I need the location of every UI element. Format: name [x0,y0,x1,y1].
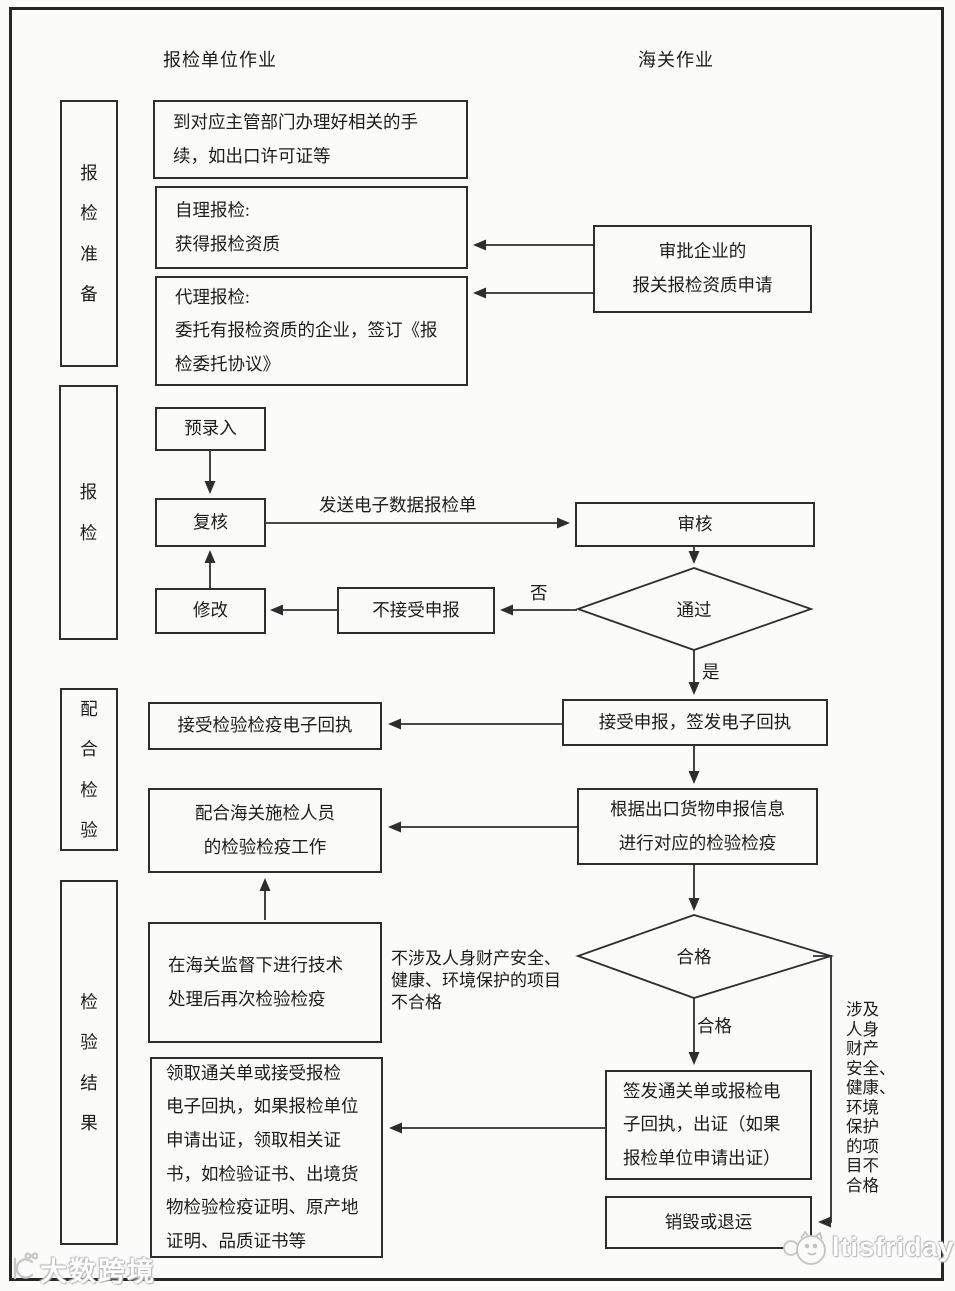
node-approve-qualification: 审批企业的 报关报检资质申请 [593,225,812,313]
node-self-declare-text: 自理报检: 获得报检资质 [175,199,280,254]
node-audit: 审核 [575,502,815,547]
node-permit-text: 到对应主管部门办理好相关的手 续，如出口许可证等 [173,111,418,166]
node-destroy-return-text: 销毁或退运 [664,1211,753,1232]
node-cooperate-inspection: 配合海关施检人员 的检验检疫工作 [148,788,382,873]
stage-cooperate-label: 配合检验 [80,699,98,840]
note-involved-unqualified: 涉及 人身 财产 安全、 健康、 环境 保护 的项 目不 合格 [846,1000,896,1195]
stage-declare-label: 报检 [79,482,98,543]
node-destroy-return: 销毁或退运 [605,1196,812,1249]
customs-column-header: 海关作业 [638,50,714,70]
node-review: 复核 [155,498,266,547]
dashu-logo-icon [13,1252,38,1280]
node-accept-declaration-text: 接受申报，签发电子回执 [598,711,792,732]
cat-doodle-icon [783,1230,826,1265]
node-permit: 到对应主管部门办理好相关的手 续，如出口许可证等 [153,100,468,179]
node-reject: 不接受申报 [337,587,495,634]
stage-prep: 报检准备 [60,100,118,367]
node-receive-receipt-text: 接受检验检疫电子回执 [177,715,353,736]
edge-label-qualified: 合格 [697,1016,732,1036]
node-pre-entry-text: 预录入 [184,418,237,439]
node-audit-text: 审核 [677,513,713,534]
node-receive-receipt: 接受检验检疫电子回执 [148,702,382,750]
stage-result-label: 检验结果 [80,992,98,1133]
stage-cooperate: 配合检验 [60,688,118,851]
node-obtain-certificates-text: 领取通关单或接受报检 电子回执，如果报检单位 申请出证，领取相关证 书，如检验证… [166,1062,359,1251]
note-not-involved-unqualified: 不涉及人身财产安全、 健康、环境保护的项目 不合格 [391,949,561,1012]
node-modify: 修改 [155,588,266,634]
edge-label-no: 否 [530,583,548,603]
edge-label-yes: 是 [702,662,720,682]
node-technical-treatment-text: 在海关监督下进行技术 处理后再次检验检疫 [168,954,343,1009]
stage-prep-label: 报检准备 [80,163,98,304]
node-obtain-certificates: 领取通关单或接受报检 电子回执，如果报检单位 申请出证，领取相关证 书，如检验证… [150,1057,383,1258]
node-review-text: 复核 [193,511,228,532]
unit-column-header: 报检单位作业 [163,50,277,70]
node-modify-text: 修改 [193,600,228,621]
node-cooperate-inspection-text: 配合海关施检人员 的检验检疫工作 [195,802,335,857]
node-reject-text: 不接受申报 [372,599,460,620]
node-accept-declaration: 接受申报，签发电子回执 [562,699,828,746]
node-issue-clearance: 签发通关单或报检电 子回执，出证（如果 报检单位申请出证） [605,1070,812,1180]
node-technical-treatment: 在海关监督下进行技术 处理后再次检验检疫 [148,922,382,1043]
node-pre-entry: 预录入 [155,407,266,451]
stage-declare: 报检 [59,385,118,640]
node-agent-declare: 代理报检: 委托有报检资质的企业，签订《报 检委托协议》 [155,276,468,386]
watermark-bottom-left: 大数跨境 [40,1257,156,1287]
edge-label-send-edi: 发送电子数据报检单 [319,495,477,515]
node-inspect-goods: 根据出口货物申报信息 进行对应的检验检疫 [577,788,818,865]
watermark-bottom-right: ltisfriday [832,1232,955,1262]
outer-border [9,7,944,1281]
node-approve-qualification-text: 审批企业的 报关报检资质申请 [632,241,773,295]
node-inspect-goods-text: 根据出口货物申报信息 进行对应的检验检疫 [610,798,785,853]
pass-diamond-label: 通过 [676,600,712,620]
node-issue-clearance-text: 签发通关单或报检电 子回执，出证（如果 报检单位申请出证） [623,1080,781,1168]
node-self-declare: 自理报检: 获得报检资质 [155,186,468,269]
qualified-diamond-label: 合格 [676,947,712,967]
stage-result: 检验结果 [60,880,118,1245]
node-agent-declare-text: 代理报检: 委托有报检资质的企业，签订《报 检委托协议》 [175,286,438,374]
